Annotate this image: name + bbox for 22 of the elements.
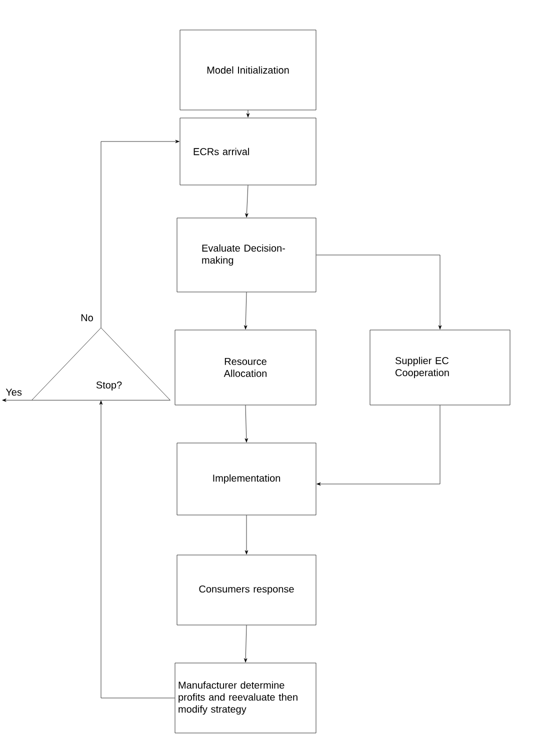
arrow: [245, 185, 248, 218]
arrow: [244, 405, 248, 442]
arrow: [244, 515, 248, 554]
arrow: [244, 625, 248, 662]
arrow: [316, 254, 442, 330]
process-box: Manufacturer determine profits and reevaluate then modify strategy: [174, 662, 316, 734]
process-box: Consumers response: [176, 554, 316, 626]
edge-label: Yes: [4, 388, 23, 397]
process-box: Supplier EC Cooperation: [370, 330, 510, 406]
arrow: [99, 400, 175, 698]
decision-triangle: Stop?: [32, 328, 170, 400]
process-box: ECRs arrival: [180, 118, 316, 186]
process-box: Implementation: [176, 442, 316, 516]
arrow: [246, 110, 250, 118]
process-box: Model Initialization: [180, 30, 316, 110]
process-box: Evaluate Decision-making: [176, 218, 316, 292]
arrow: [100, 140, 180, 328]
arrow: [244, 292, 248, 330]
edge-label: No: [80, 313, 94, 322]
arrow: [2, 398, 32, 402]
arrow: [316, 405, 440, 486]
process-box: Resource Allocation: [174, 330, 316, 406]
